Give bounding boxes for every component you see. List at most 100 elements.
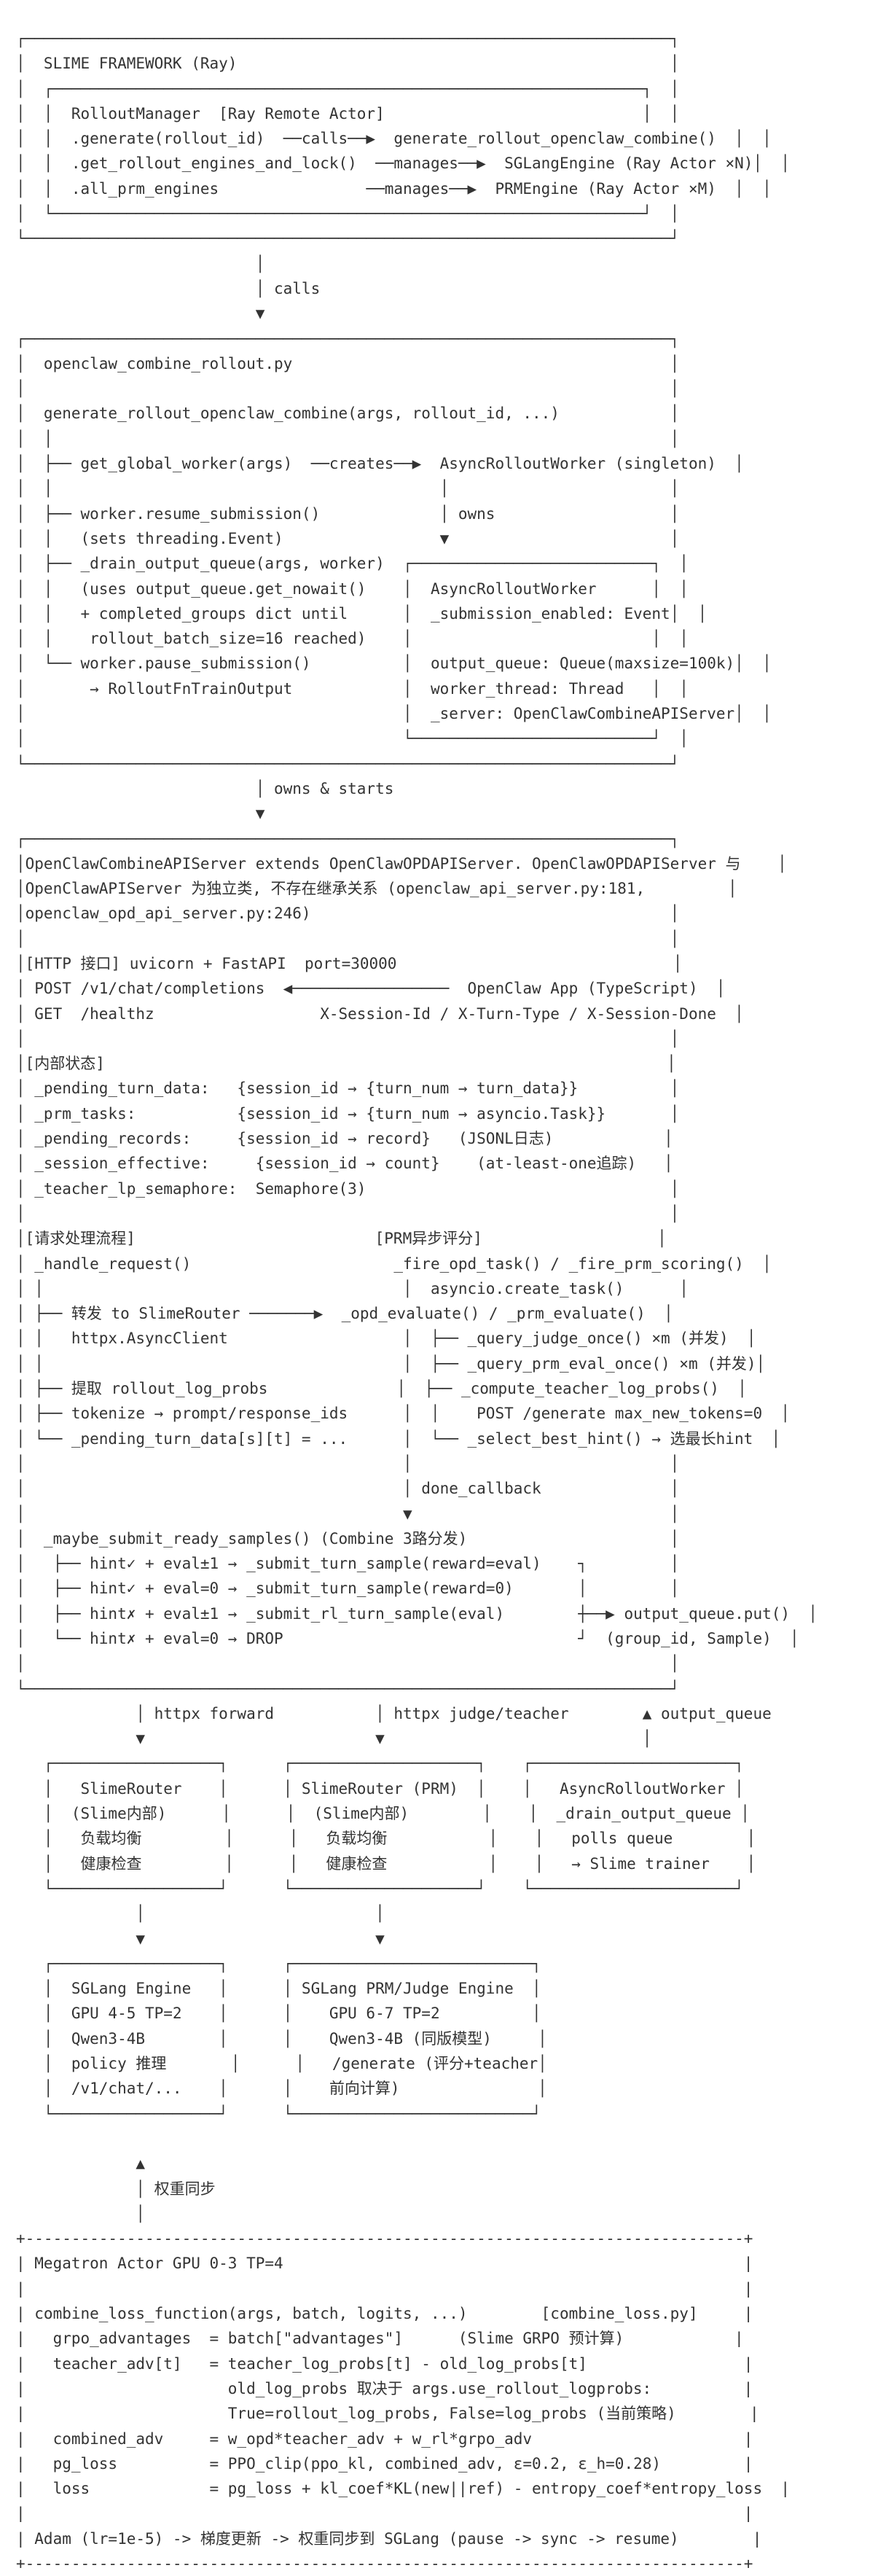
diagram-line [16, 2126, 870, 2151]
diagram-line: | pg_loss = PPO_clip(ppo_kl, combined_ad… [16, 2454, 753, 2472]
diagram-line: | | [16, 2505, 753, 2523]
diagram-line: │ ▼ │ [16, 1504, 680, 1523]
diagram-line: └───────────────────────────────────────… [16, 230, 680, 248]
diagram-line: │ │ [16, 380, 680, 398]
diagram-line: │ ├── tokenize → prompt/response_ids │ │… [16, 1405, 791, 1423]
diagram-line: │ _session_effective: {session_id → coun… [16, 1155, 673, 1173]
diagram-line: │ │ │ │ [16, 480, 680, 498]
diagram-line: | Adam (lr=1e-5) -> 梯度更新 -> 权重同步到 SGLang… [16, 2529, 762, 2548]
diagram-line: │ │ .get_rollout_engines_and_lock() ──ma… [16, 155, 791, 173]
diagram-line: │ │ httpx.AsyncClient │ ├── _query_judge… [16, 1330, 756, 1348]
diagram-line: | True=rollout_log_probs, False=log_prob… [16, 2405, 759, 2423]
diagram-line: │ │ _server: OpenClawCombineAPIServer│ │ [16, 705, 772, 723]
diagram-line: │ │ │ [16, 1454, 680, 1472]
diagram-line: │ GPU 4-5 TP=2 │ │ GPU 6-7 TP=2 │ [16, 2005, 541, 2023]
diagram-line: │ GET /healthz X-Session-Id / X-Turn-Typ… [16, 1004, 744, 1023]
diagram-line: │ └── _pending_turn_data[s][t] = ... │ └… [16, 1429, 781, 1448]
diagram-line: │ (Slime内部) │ │ (Slime内部) │ │ _drain_out… [16, 1805, 750, 1823]
diagram-line: ┌──────────────────┐ ┌──────────────────… [16, 1954, 541, 1972]
diagram-line: │ ├── 提取 rollout_log_probs │ ├── _comput… [16, 1380, 747, 1398]
diagram-line: │ │ rollout_batch_size=16 reached) │ │ │ [16, 630, 689, 648]
diagram-line: │ [16, 254, 265, 273]
diagram-line: └───────────────────────────────────────… [16, 1679, 680, 1698]
diagram-line: │ │ .all_prm_engines ──manages──▶ PRMEng… [16, 179, 772, 198]
diagram-line: ▼ ▼ [16, 1929, 385, 1948]
diagram-line: │ └── hint✗ + eval=0 → DROP ┘ (group_id,… [16, 1630, 799, 1647]
diagram-line: | old_log_probs 取决于 args.use_rollout_log… [16, 2379, 753, 2397]
diagram-line: │ ├── 转发 to SlimeRouter ───────▶ _opd_ev… [16, 1305, 673, 1323]
diagram-line: │ → RolloutFnTrainOutput │ worker_thread… [16, 679, 689, 698]
diagram-line: │ ├── get_global_worker(args) ──creates─… [16, 455, 744, 473]
diagram-line: │ 健康检查 │ │ 健康检查 │ │ → Slime trainer │ [16, 1854, 756, 1873]
diagram-line: | combine_loss_function(args, batch, log… [16, 2305, 753, 2323]
diagram-line: │ POST /v1/chat/completions ◀───────────… [16, 980, 726, 998]
diagram-line: ┌──────────────────┐ ┌──────────────────… [16, 1755, 744, 1773]
diagram-line: │ _pending_turn_data: {session_id → {tur… [16, 1080, 680, 1098]
diagram-line: │ └─────────────────────────────────────… [16, 205, 680, 223]
diagram-line: │ _teacher_lp_semaphore: Semaphore(3) │ [16, 1179, 680, 1198]
diagram-line: │openclaw_opd_api_server.py:246) │ [16, 905, 680, 923]
diagram-line: │ ├── _drain_output_queue(args, worker) … [16, 555, 689, 573]
diagram-line: │ │ │ [16, 429, 680, 448]
diagram-line: | | [16, 2279, 753, 2298]
diagram-line: │ httpx forward │ httpx judge/teacher ▲ … [16, 1704, 772, 1722]
diagram-line: | combined_adv = w_opd*teacher_adv + w_r… [16, 2429, 753, 2448]
diagram-line: │ 权重同步 [16, 2179, 216, 2198]
diagram-line: │ generate_rollout_openclaw_combine(args… [16, 405, 680, 423]
diagram-line: │ │ [16, 929, 680, 948]
diagram-line: ┌───────────────────────────────────────… [16, 329, 680, 348]
diagram-line: │ openclaw_combine_rollout.py │ [16, 354, 680, 372]
diagram-line: │ _prm_tasks: {session_id → {turn_num → … [16, 1104, 680, 1123]
diagram-line: | Megatron Actor GPU 0-3 TP=4 | [16, 2255, 753, 2273]
diagram-line: +---------------------------------------… [16, 2230, 753, 2248]
diagram-line: │ │ (uses output_queue.get_nowait() │ As… [16, 579, 689, 598]
diagram-line: ▼ [16, 805, 265, 823]
diagram-line: │ SLIME FRAMEWORK (Ray) │ [16, 55, 680, 73]
diagram-line: │ │ [16, 1905, 385, 1923]
diagram-line: │ Qwen3-4B │ │ Qwen3-4B (同版模型) │ [16, 2029, 547, 2048]
diagram-line: +---------------------------------------… [16, 2554, 753, 2572]
diagram-line: │ │ .generate(rollout_id) ──calls──▶ gen… [16, 130, 772, 148]
diagram-line: └──────────────────┘ └──────────────────… [16, 1879, 744, 1897]
diagram-line: │OpenClawCombineAPIServer extends OpenCl… [16, 854, 787, 873]
diagram-line: │ policy 推理 │ │ /generate (评分+teacher│ [16, 2055, 547, 2073]
diagram-line: │[请求处理流程] [PRM异步评分] │ [16, 1230, 667, 1248]
diagram-line: │ SGLang Engine │ │ SGLang PRM/Judge Eng… [16, 1980, 541, 1998]
diagram-line: └──────────────────┘ └──────────────────… [16, 2104, 541, 2123]
diagram-line: │ │ (sets threading.Event) ▼ │ [16, 529, 680, 547]
diagram-line: ▼ ▼ │ [16, 1730, 652, 1748]
diagram-line: │ 负载均衡 │ │ 负载均衡 │ │ polls queue │ [16, 1830, 756, 1848]
diagram-line: │ calls [16, 279, 321, 297]
diagram-line: │ │ [16, 1029, 680, 1047]
diagram-line: | loss = pg_loss + kl_coef*KL(new||ref) … [16, 2480, 791, 2498]
diagram-line: │ owns & starts [16, 779, 394, 797]
diagram-line: | teacher_adv[t] = teacher_log_probs[t] … [16, 2354, 753, 2373]
diagram-line: │ │ │ ├── _query_prm_eval_once() ×m (并发)… [16, 1354, 766, 1373]
diagram-line: │ _maybe_submit_ready_samples() (Combine… [16, 1529, 680, 1547]
diagram-line: │ │ │ asyncio.create_task() │ [16, 1279, 689, 1297]
diagram-line: │ ┌─────────────────────────────────────… [16, 79, 680, 98]
diagram-line: ▲ [16, 2155, 146, 2173]
diagram-line: ┌───────────────────────────────────────… [16, 30, 680, 47]
diagram-line: │ _pending_records: {session_id → record… [16, 1130, 673, 1148]
diagram-line: │ ├── hint✓ + eval=0 → _submit_turn_samp… [16, 1580, 680, 1598]
diagram-line: │ └── worker.pause_submission() │ output… [16, 655, 772, 673]
diagram-line: │ │ + completed_groups dict until │ _sub… [16, 604, 708, 622]
diagram-line: ┌───────────────────────────────────────… [16, 830, 680, 848]
diagram-line: ▼ [16, 305, 265, 323]
diagram-line: │ ├── worker.resume_submission() │ owns … [16, 504, 680, 523]
diagram-line: │ │ [16, 1204, 680, 1222]
diagram-line: | grpo_advantages = batch["advantages"] … [16, 2330, 744, 2348]
diagram-line: │ /v1/chat/... │ │ 前向计算) │ [16, 2080, 547, 2098]
diagram-line: │ [16, 2204, 146, 2222]
diagram-line: │ SlimeRouter │ │ SlimeRouter (PRM) │ │ … [16, 1779, 744, 1798]
diagram-line: │[HTTP 接口] uvicorn + FastAPI port=30000 … [16, 954, 683, 972]
diagram-line: │[内部状态] │ [16, 1055, 676, 1073]
diagram-line: │ _handle_request() _fire_opd_task() / _… [16, 1254, 772, 1273]
diagram-line: │ │ RolloutManager [Ray Remote Actor] │ … [16, 104, 680, 122]
diagram-line: │ ├── hint✓ + eval±1 → _submit_turn_samp… [16, 1555, 680, 1573]
diagram-line: │ └──────────────────────────┘ │ [16, 730, 689, 748]
diagram-line: │ ├── hint✗ + eval±1 → _submit_rl_turn_s… [16, 1604, 818, 1623]
diagram-line: └───────────────────────────────────────… [16, 754, 680, 773]
